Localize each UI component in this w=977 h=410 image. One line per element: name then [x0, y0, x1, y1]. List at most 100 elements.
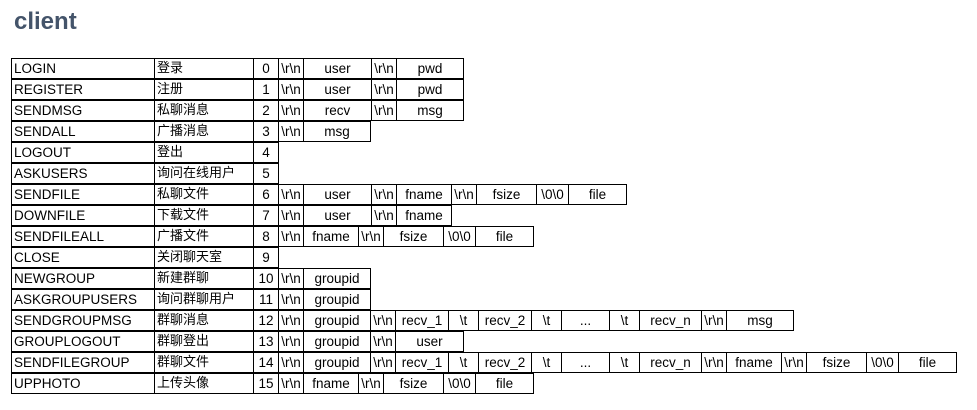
command-name: SENDMSG	[11, 100, 155, 121]
command-name: REGISTER	[11, 79, 155, 100]
command-code: 13	[253, 331, 279, 352]
message-field: \r\n	[371, 58, 397, 79]
message-field: groupid	[303, 289, 371, 310]
message-field: \t	[448, 310, 479, 331]
command-name: SENDALL	[11, 121, 155, 142]
message-field: \r\n	[278, 289, 304, 310]
message-field: \r\n	[278, 331, 304, 352]
command-name: SENDFILE	[11, 184, 155, 205]
command-name: SENDFILEGROUP	[11, 352, 155, 373]
command-desc: 上传头像	[154, 373, 254, 394]
message-field: \0\0	[443, 373, 476, 394]
command-desc: 关闭聊天室	[154, 247, 254, 268]
message-field: groupid	[303, 268, 371, 289]
command-desc: 广播文件	[154, 226, 254, 247]
command-code: 12	[253, 310, 279, 331]
message-field: groupid	[303, 331, 371, 352]
message-field: \r\n	[278, 184, 304, 205]
message-field: file	[568, 184, 627, 205]
message-field: \t	[609, 352, 640, 373]
message-field: pwd	[396, 79, 464, 100]
message-field: \t	[531, 352, 562, 373]
message-field: fsize	[383, 226, 444, 247]
command-desc: 询问群聊用户	[154, 289, 254, 310]
command-code: 4	[253, 142, 279, 163]
message-field: msg	[396, 100, 464, 121]
command-code: 5	[253, 163, 279, 184]
message-field: msg	[303, 121, 371, 142]
message-field: \t	[531, 310, 562, 331]
message-field: fname	[396, 184, 452, 205]
message-field: recv_1	[395, 352, 449, 373]
message-field: fname	[396, 205, 452, 226]
message-field: groupid	[303, 352, 371, 373]
message-field: user	[395, 331, 464, 352]
message-field: \0\0	[536, 184, 569, 205]
message-field: file	[475, 226, 534, 247]
message-field: \r\n	[278, 268, 304, 289]
message-field: \r\n	[370, 352, 396, 373]
command-name: UPPHOTO	[11, 373, 155, 394]
message-field: \r\n	[278, 58, 304, 79]
message-field: msg	[726, 310, 794, 331]
message-field: fsize	[806, 352, 867, 373]
message-field: file	[898, 352, 957, 373]
command-code: 1	[253, 79, 279, 100]
message-field: \r\n	[370, 310, 396, 331]
message-field: user	[303, 58, 372, 79]
command-code: 9	[253, 247, 279, 268]
message-field: recv	[303, 100, 372, 121]
command-name: ASKGROUPUSERS	[11, 289, 155, 310]
command-desc: 下载文件	[154, 205, 254, 226]
message-field: \r\n	[701, 352, 727, 373]
command-name: GROUPLOGOUT	[11, 331, 155, 352]
message-field: \t	[609, 310, 640, 331]
command-desc: 广播消息	[154, 121, 254, 142]
message-field: groupid	[303, 310, 371, 331]
message-field: \r\n	[278, 121, 304, 142]
message-field: fname	[303, 226, 359, 247]
command-name: LOGOUT	[11, 142, 155, 163]
command-code: 6	[253, 184, 279, 205]
message-field: \0\0	[866, 352, 899, 373]
message-field: \r\n	[358, 373, 384, 394]
message-field: recv_n	[639, 352, 702, 373]
command-desc: 群聊文件	[154, 352, 254, 373]
message-field: recv_1	[395, 310, 449, 331]
message-field: user	[303, 184, 372, 205]
command-desc: 群聊登出	[154, 331, 254, 352]
command-code: 2	[253, 100, 279, 121]
command-desc: 登出	[154, 142, 254, 163]
message-field: \r\n	[451, 184, 477, 205]
message-field: \r\n	[701, 310, 727, 331]
message-field: \r\n	[278, 373, 304, 394]
command-code: 10	[253, 268, 279, 289]
message-field: file	[475, 373, 534, 394]
message-field: \r\n	[371, 79, 397, 100]
command-code: 7	[253, 205, 279, 226]
message-field: fsize	[383, 373, 444, 394]
command-desc: 群聊消息	[154, 310, 254, 331]
command-desc: 私聊消息	[154, 100, 254, 121]
message-field: \r\n	[781, 352, 807, 373]
message-field: \0\0	[443, 226, 476, 247]
message-field: \r\n	[278, 310, 304, 331]
command-name: ASKUSERS	[11, 163, 155, 184]
command-code: 3	[253, 121, 279, 142]
command-name: SENDGROUPMSG	[11, 310, 155, 331]
command-name: LOGIN	[11, 58, 155, 79]
command-name: SENDFILEALL	[11, 226, 155, 247]
message-field: recv_n	[639, 310, 702, 331]
command-name: DOWNFILE	[11, 205, 155, 226]
message-field: fsize	[476, 184, 537, 205]
message-field: \r\n	[358, 226, 384, 247]
command-code: 14	[253, 352, 279, 373]
command-code: 8	[253, 226, 279, 247]
message-field: \r\n	[278, 352, 304, 373]
command-code: 0	[253, 58, 279, 79]
message-field: recv_2	[478, 352, 532, 373]
command-name: CLOSE	[11, 247, 155, 268]
message-field: \r\n	[278, 79, 304, 100]
message-field: \r\n	[278, 226, 304, 247]
message-field: \t	[448, 352, 479, 373]
